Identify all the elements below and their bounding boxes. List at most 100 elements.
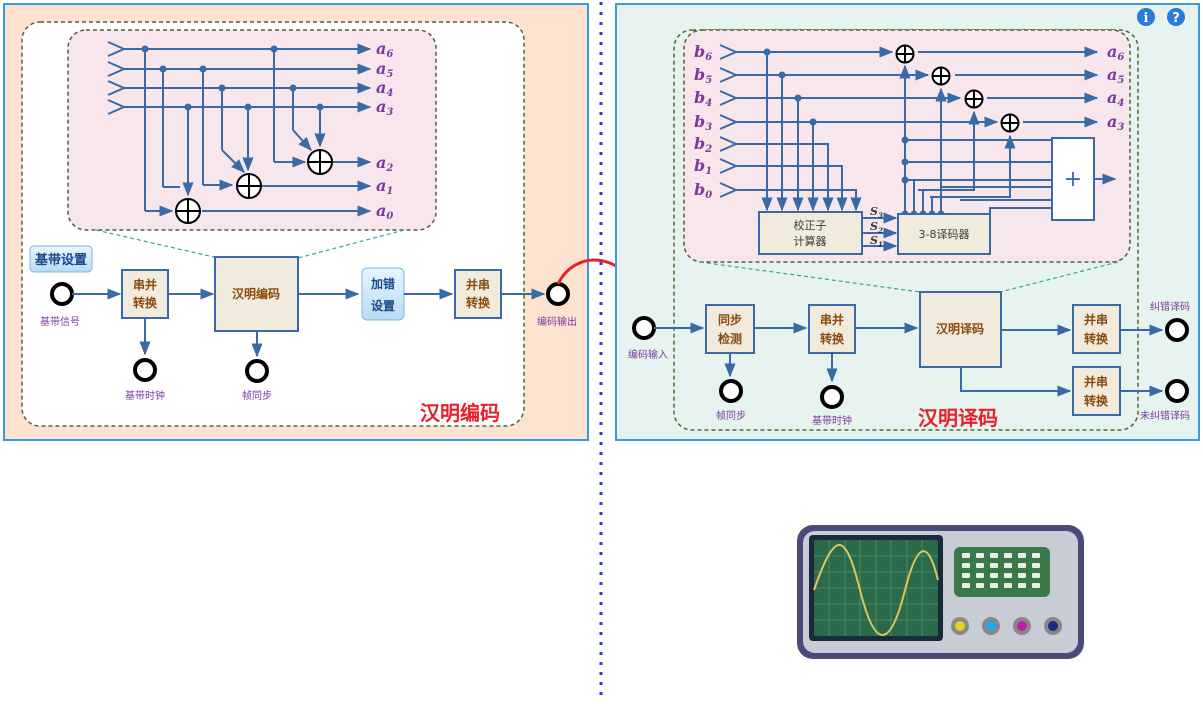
decoder-sp-converter: 串并 转换 [808,304,856,354]
xor-icon [895,44,1020,133]
oscilloscope-key [1018,573,1026,578]
oscilloscope-key [990,563,998,568]
sp-label-2: 转换 [133,295,158,310]
decoder-input-b0: b0 [694,180,712,201]
decoder-output-a5: a5 [1107,65,1124,86]
ps-label-1: 并串 [466,277,490,292]
code-output-port[interactable] [546,282,570,306]
syndrome-label-1: 校正子 [794,218,827,232]
oscilloscope-key [1004,553,1012,558]
encoder-circuit-diagram [107,41,372,224]
uncorrected-output-port[interactable] [1165,379,1189,403]
oscilloscope-key [1018,583,1026,588]
oscilloscope-key [962,563,970,568]
oscilloscope-key [1018,553,1026,558]
dec-ps2-label-2: 转换 [1084,393,1109,408]
encoder-title: 汉明编码 [420,401,500,425]
decoder-baseband-clock-label: 基带时钟 [812,414,852,427]
oscilloscope-key [1018,563,1026,568]
code-input-port[interactable] [632,316,656,340]
syndrome-calculator: 校正子 计算器 [758,211,863,255]
sync-detect-block: 同步 检测 [705,304,755,354]
oscilloscope-key [1004,573,1012,578]
sp-label-1: 串并 [133,277,157,292]
baseband-clock-port[interactable] [133,358,157,382]
sync-label-2: 检测 [718,331,742,346]
decoder-38-label: 3-8译码器 [919,228,970,241]
syndrome-s3: S3 [870,205,883,220]
decoder-3-8: 3-8译码器 [897,213,991,255]
decoder-input-b2: b2 [694,134,712,155]
svg-text:i: i [1144,11,1149,26]
hamming-encoder-label: 汉明编码 [232,286,280,301]
encoder-output-a2: a2 [376,153,393,174]
encoder-output-a6: a6 [376,39,393,60]
decoder-output-a4: a4 [1107,88,1124,109]
decoder-output-a6: a6 [1107,42,1124,63]
corrected-output-label: 纠错译码 [1150,300,1190,313]
encoder-panel [3,3,589,441]
decoder-ps-converter-2: 并串 转换 [1072,366,1121,416]
encoder-output-a1: a1 [376,176,393,197]
oscilloscope-key [976,563,984,568]
baseband-clock-label: 基带时钟 [125,389,165,402]
baseband-signal-port[interactable] [50,282,74,306]
hamming-encoder-block: 汉明编码 [214,256,299,332]
svg-text:?: ? [1172,11,1180,26]
oscilloscope-key [990,553,998,558]
decoder-input-b4: b4 [694,88,712,109]
dec-sp-label-1: 串并 [820,312,844,327]
code-output-label: 编码输出 [537,315,577,328]
oscilloscope-icon[interactable] [797,525,1084,659]
hamming-decoder-block: 汉明译码 [919,291,1002,368]
encoder-output-a0: a0 [376,201,393,222]
decoder-input-b6: b6 [694,42,712,63]
encoder-output-a4: a4 [376,78,393,99]
frame-sync-port[interactable] [245,359,269,383]
encoder-output-a3: a3 [376,97,393,118]
oscilloscope-key [1004,563,1012,568]
frame-sync-label: 帧同步 [242,389,272,402]
xor-icon [175,149,333,224]
oscilloscope-key [1032,583,1040,588]
dec-ps1-label-2: 转换 [1084,331,1109,346]
oscilloscope-key [976,573,984,578]
adder-block: + [1051,137,1095,221]
dec-ps1-label-1: 并串 [1084,312,1108,327]
decoder-input-b3: b3 [694,112,712,133]
uncorrected-output-label: 未纠错译码 [1140,409,1190,422]
oscilloscope-key [990,573,998,578]
serial-parallel-converter: 串并 转换 [121,269,169,319]
decoder-frame-sync-port[interactable] [719,379,743,403]
decoder-circuit-diagram [719,44,1117,252]
add-error-label-2: 设置 [371,298,395,313]
ps-label-2: 转换 [466,295,491,310]
baseband-settings-button[interactable]: 基带设置 [29,245,93,273]
info-icon[interactable]: i [1137,8,1155,26]
syndrome-s2: S2 [870,220,883,235]
oscilloscope-key [1032,563,1040,568]
dec-ps2-label-1: 并串 [1084,374,1108,389]
decoder-output-a3: a3 [1107,112,1124,133]
decoder-frame-sync-label: 帧同步 [716,409,746,422]
sync-label-1: 同步 [718,312,742,327]
oscilloscope-key [1004,583,1012,588]
encoder-output-a5: a5 [376,59,393,80]
oscilloscope-key [976,583,984,588]
help-icon[interactable]: ? [1167,8,1185,26]
oscilloscope-key [962,583,970,588]
oscilloscope-key [976,553,984,558]
corrected-output-port[interactable] [1165,318,1189,342]
add-error-settings-button[interactable]: 加错 设置 [361,267,405,321]
oscilloscope-key [1032,553,1040,558]
oscilloscope-key [1032,573,1040,578]
syndrome-label-2: 计算器 [794,234,827,248]
baseband-signal-label: 基带信号 [40,315,80,328]
hamming-decoder-label: 汉明译码 [936,321,984,336]
decoder-baseband-clock-port[interactable] [820,385,844,409]
syndrome-s1: S1 [870,234,883,249]
oscilloscope-key [962,553,970,558]
